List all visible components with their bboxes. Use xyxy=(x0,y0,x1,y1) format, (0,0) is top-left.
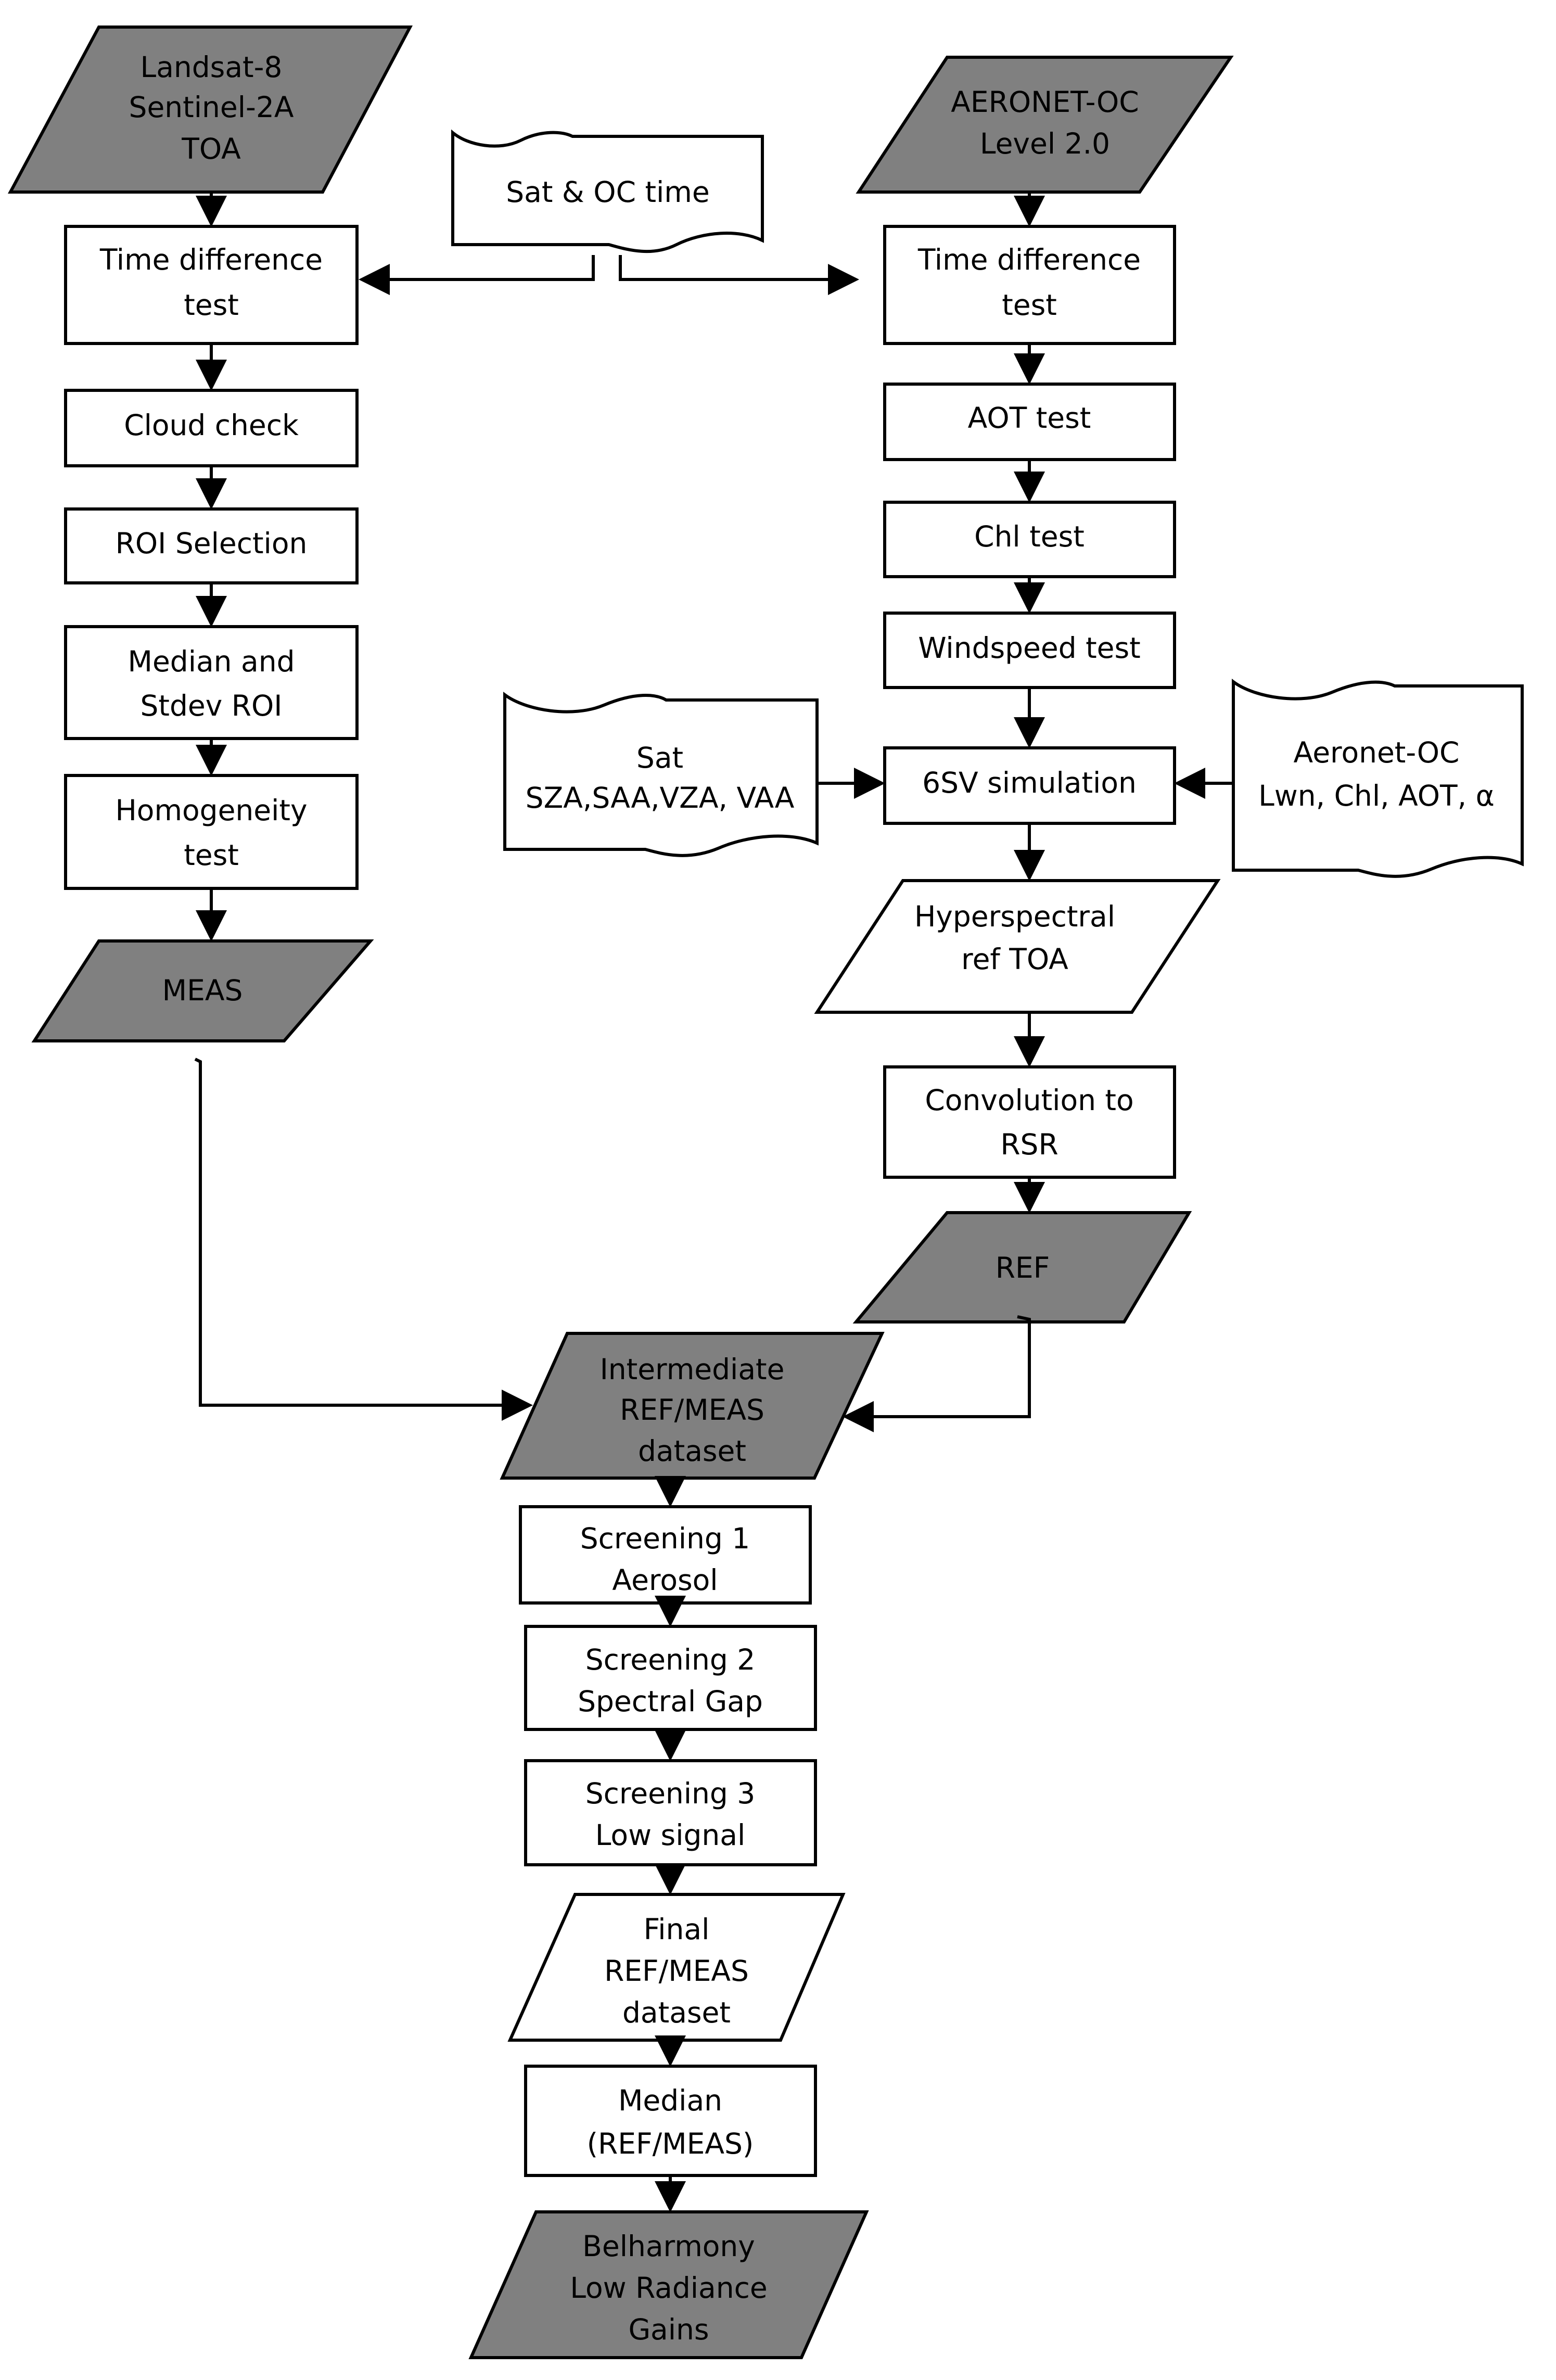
convolution-line-2: RSR xyxy=(1000,1128,1058,1161)
homogeneity-line-1: Homogeneity xyxy=(115,794,307,827)
right-time-difference-line-2: test xyxy=(1002,288,1057,322)
meas-label: MEAS xyxy=(162,974,243,1007)
arrow-timedoc-to-right xyxy=(619,255,859,295)
roi-selection-label: ROI Selection xyxy=(116,527,308,560)
connectors xyxy=(194,192,1233,2212)
right-input-parallelogram: AERONET-OC Level 2.0 xyxy=(856,56,1234,194)
arrow-ref-to-intermediate xyxy=(843,1315,1031,1432)
left-time-difference-line-2: test xyxy=(184,288,239,322)
final-line-2: REF/MEAS xyxy=(604,1954,749,1988)
median-line-1: Median xyxy=(618,2084,722,2117)
output-line-1: Belharmony xyxy=(582,2230,755,2263)
roi-selection-box: ROI Selection xyxy=(64,507,359,584)
hyperspectral-parallelogram: Hyperspectral ref TOA xyxy=(814,879,1221,1014)
final-dataset-parallelogram: Final REF/MEAS dataset xyxy=(507,1893,846,2042)
intermediate-line-1: Intermediate xyxy=(600,1353,785,1386)
final-line-1: Final xyxy=(644,1913,710,1946)
right-input-line-2: Level 2.0 xyxy=(980,127,1110,160)
screening-2-line-2: Spectral Gap xyxy=(578,1685,763,1718)
right-time-difference-line-1: Time difference xyxy=(917,243,1141,276)
sat-oc-time-document: Sat & OC time xyxy=(451,129,764,253)
median-stdev-roi-box: Median and Stdev ROI xyxy=(64,625,359,740)
left-input-line-3: TOA xyxy=(181,132,241,166)
chl-test-box: Chl test xyxy=(883,501,1176,578)
homogeneity-test-box: Homogeneity test xyxy=(64,774,359,890)
median-line-2: (REF/MEAS) xyxy=(587,2127,754,2160)
hyperspectral-line-1: Hyperspectral xyxy=(914,900,1115,933)
6sv-simulation-box: 6SV simulation xyxy=(883,746,1176,825)
arrow-timedoc-to-left xyxy=(359,255,595,295)
cloud-check-label: Cloud check xyxy=(124,409,299,442)
screening-1-line-2: Aerosol xyxy=(612,1563,718,1597)
right-input-line-1: AERONET-OC xyxy=(951,85,1139,119)
convolution-line-1: Convolution to xyxy=(925,1084,1133,1117)
sat-angles-document: Sat SZA,SAA,VZA, VAA xyxy=(503,692,819,857)
intermediate-line-3: dataset xyxy=(638,1434,746,1468)
screening-1-box: Screening 1 Aerosol xyxy=(519,1505,812,1605)
left-input-parallelogram: Landsat-8 Sentinel-2A TOA xyxy=(7,26,413,194)
left-time-difference-line-1: Time difference xyxy=(99,243,323,276)
cloud-check-box: Cloud check xyxy=(64,389,359,467)
meas-parallelogram: MEAS xyxy=(31,939,374,1042)
sat-angles-line-1: Sat xyxy=(636,741,683,774)
output-gains-parallelogram: Belharmony Low Radiance Gains xyxy=(468,2210,869,2359)
right-time-difference-box: Time difference test xyxy=(883,225,1176,345)
aot-test-label: AOT test xyxy=(968,401,1091,435)
intermediate-line-2: REF/MEAS xyxy=(620,1393,764,1427)
median-stdev-line-2: Stdev ROI xyxy=(141,689,283,722)
aot-test-box: AOT test xyxy=(883,383,1176,461)
screening-2-box: Screening 2 Spectral Gap xyxy=(524,1625,817,1731)
hyperspectral-line-2: ref TOA xyxy=(961,943,1068,976)
left-time-difference-box: Time difference test xyxy=(64,225,359,345)
aeronet-params-line-2: Lwn, Chl, AOT, α xyxy=(1258,779,1495,812)
screening-3-line-2: Low signal xyxy=(595,1818,745,1852)
6sv-simulation-label: 6SV simulation xyxy=(922,766,1137,799)
aeronet-params-line-1: Aeronet-OC xyxy=(1294,736,1460,769)
screening-2-line-1: Screening 2 xyxy=(585,1643,756,1676)
median-stdev-line-1: Median and xyxy=(127,645,295,678)
homogeneity-line-2: test xyxy=(184,838,239,872)
output-line-2: Low Radiance xyxy=(570,2271,767,2305)
windspeed-test-box: Windspeed test xyxy=(883,612,1176,689)
final-line-3: dataset xyxy=(622,1996,731,2029)
screening-1-line-1: Screening 1 xyxy=(580,1522,750,1555)
ref-parallelogram: REF xyxy=(852,1211,1192,1323)
windspeed-test-label: Windspeed test xyxy=(918,631,1141,665)
convolution-box: Convolution to RSR xyxy=(883,1065,1176,1179)
chl-test-label: Chl test xyxy=(974,520,1085,553)
aeronet-params-document: Aeronet-OC Lwn, Chl, AOT, α xyxy=(1232,679,1524,878)
screening-3-line-1: Screening 3 xyxy=(585,1777,756,1810)
sat-angles-line-2: SZA,SAA,VZA, VAA xyxy=(526,781,795,814)
left-input-line-2: Sentinel-2A xyxy=(129,91,294,124)
output-line-3: Gains xyxy=(628,2313,709,2346)
arrow-meas-to-intermediate xyxy=(194,1058,533,1421)
intermediate-dataset-parallelogram: Intermediate REF/MEAS dataset xyxy=(500,1332,885,1480)
median-ref-meas-box: Median (REF/MEAS) xyxy=(524,2065,817,2177)
left-input-line-1: Landsat-8 xyxy=(141,50,283,84)
screening-3-box: Screening 3 Low signal xyxy=(524,1759,817,1866)
sat-oc-time-label: Sat & OC time xyxy=(506,175,709,209)
ref-label: REF xyxy=(996,1251,1050,1284)
